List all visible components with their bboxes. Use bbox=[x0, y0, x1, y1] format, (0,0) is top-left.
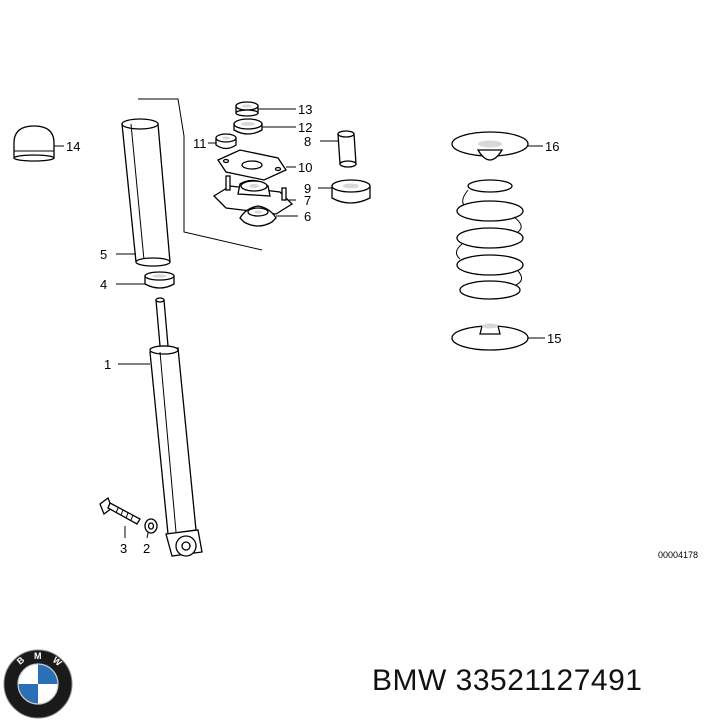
bmw-roundel-icon: B M W bbox=[3, 649, 73, 719]
callout-14: 14 bbox=[66, 139, 80, 154]
callout-1: 1 bbox=[104, 357, 111, 372]
callout-7: 7 bbox=[304, 193, 311, 208]
svg-text:B: B bbox=[15, 654, 27, 666]
part-5-dust-boot bbox=[121, 118, 171, 267]
callout-11: 11 bbox=[193, 136, 207, 151]
part-15-lower-spring-seat bbox=[451, 323, 529, 351]
part-14-cap bbox=[13, 125, 55, 162]
callout-8: 8 bbox=[304, 134, 311, 149]
leader-2 bbox=[146, 532, 149, 539]
part-9-rubber-bushing bbox=[331, 179, 371, 204]
callout-9: 9 bbox=[304, 181, 311, 196]
callout-12: 12 bbox=[298, 120, 312, 135]
part-6-lower-cup bbox=[239, 205, 277, 227]
part-3-bolt bbox=[99, 496, 141, 525]
callout-10: 10 bbox=[298, 160, 312, 175]
part-2-washer bbox=[144, 518, 158, 534]
part-10-gasket bbox=[217, 149, 287, 181]
part-8-sleeve bbox=[337, 130, 357, 168]
callout-6: 6 bbox=[304, 209, 311, 224]
callout-3: 3 bbox=[120, 541, 127, 556]
callout-5: 5 bbox=[100, 247, 107, 262]
part-7-upper-mount bbox=[212, 175, 294, 215]
coil-spring bbox=[456, 179, 524, 300]
part-16-upper-spring-seat bbox=[451, 131, 529, 161]
part-4-ring bbox=[144, 271, 175, 289]
part-1-shock-absorber bbox=[149, 297, 203, 557]
part-11-bushing bbox=[215, 133, 237, 150]
group-bracket bbox=[138, 98, 263, 251]
part-12-washer bbox=[233, 118, 263, 135]
drawing-code: 00004178 bbox=[658, 550, 698, 560]
part-number-caption: BMW 33521127491 bbox=[372, 664, 643, 697]
svg-text:M: M bbox=[34, 651, 42, 661]
callout-2: 2 bbox=[143, 541, 150, 556]
callout-16: 16 bbox=[545, 139, 559, 154]
callout-15: 15 bbox=[547, 331, 561, 346]
callout-13: 13 bbox=[298, 102, 312, 117]
part-13-nut bbox=[235, 101, 259, 117]
callout-4: 4 bbox=[100, 277, 107, 292]
